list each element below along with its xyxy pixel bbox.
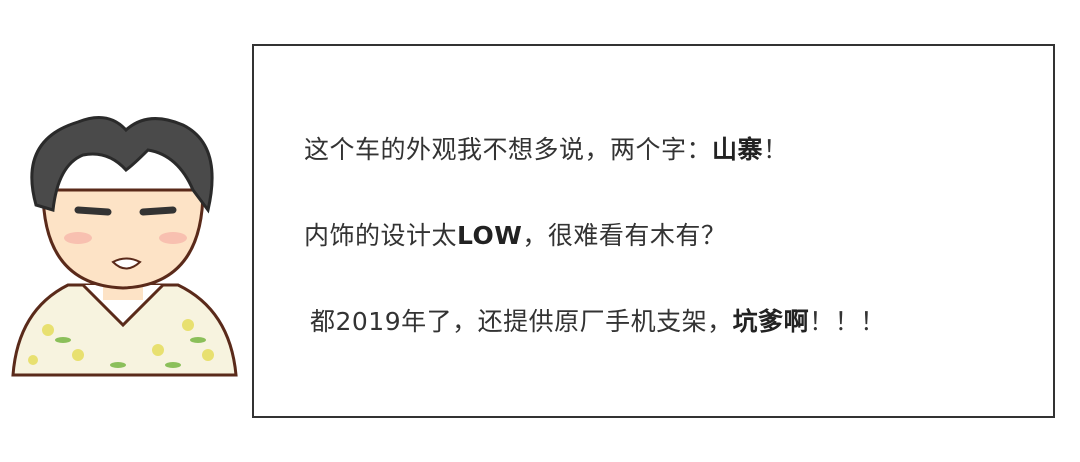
text-segment: 都2019年了，还提供原厂手机支架， xyxy=(310,307,733,336)
text-segment: 内饰的设计太 xyxy=(304,221,458,250)
text-segment: ！！！ xyxy=(809,307,886,336)
bold-text: 山寨 xyxy=(712,135,764,164)
bold-text: 坑爹啊 xyxy=(732,307,810,336)
text-box: 这个车的外观我不想多说，两个字：山寨！ 内饰的设计太LOW，很难看有木有？ 都2… xyxy=(252,44,1055,418)
text-segment: ，很难看有木有？ xyxy=(522,221,727,250)
text-line-1: 这个车的外观我不想多说，两个字：山寨！ xyxy=(304,130,789,166)
cartoon-avatar xyxy=(11,116,238,377)
text-line-3: 都2019年了，还提供原厂手机支架，坑爹啊！！！ xyxy=(310,302,886,338)
text-segment: 这个车的外观我不想多说，两个字： xyxy=(304,135,713,164)
bold-text: LOW xyxy=(457,221,523,250)
text-segment: ！ xyxy=(763,135,789,164)
text-line-2: 内饰的设计太LOW，很难看有木有？ xyxy=(304,216,726,252)
